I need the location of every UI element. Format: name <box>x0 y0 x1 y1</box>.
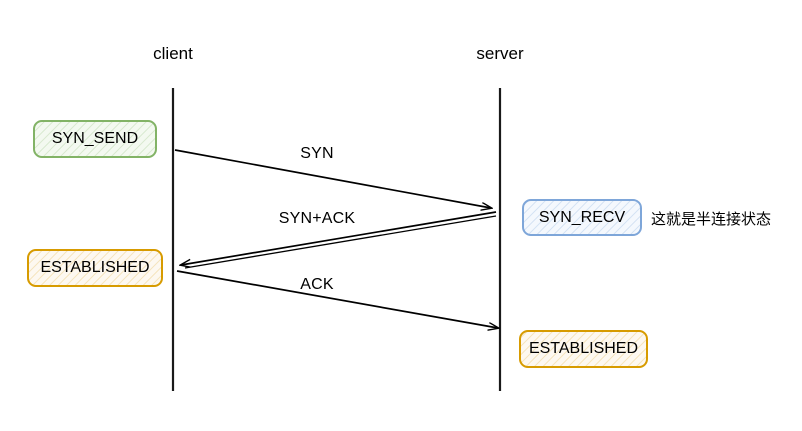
message-label-syn: SYN <box>300 145 334 162</box>
state-box-label: SYN_SEND <box>51 130 139 147</box>
lifeline-label-server: server <box>476 44 524 63</box>
state-box-label: ESTABLISHED <box>40 259 150 276</box>
lifeline-label-client: client <box>153 44 193 63</box>
arrow-ack <box>176 270 498 328</box>
state-box-label: ESTABLISHED <box>528 340 639 357</box>
annotation-half-open-state: 这就是半连接状态 <box>651 211 772 228</box>
state-box-client-syn-send[interactable]: SYN_SEND <box>33 120 157 158</box>
state-box-client-established[interactable]: ESTABLISHED <box>27 249 163 287</box>
message-label-ack: ACK <box>300 276 334 293</box>
state-box-label: SYN_RECV <box>538 208 626 226</box>
message-label-syn-ack: SYN+ACK <box>278 210 356 227</box>
state-box-server-established[interactable]: ESTABLISHED <box>519 330 648 368</box>
state-box-server-syn-recv[interactable]: SYN_RECV <box>522 199 642 236</box>
